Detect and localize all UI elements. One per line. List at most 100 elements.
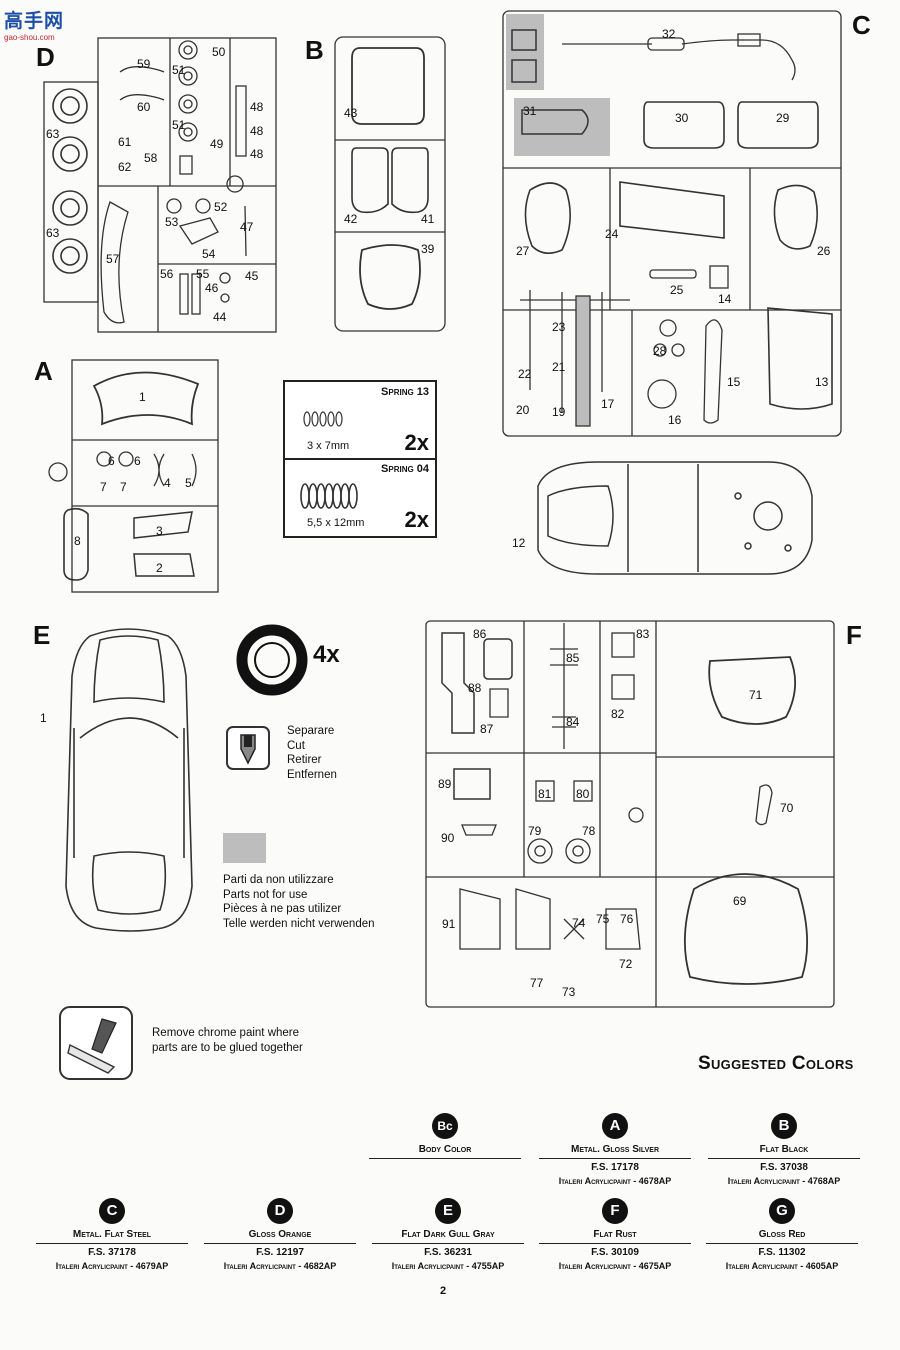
- car-body-drawing: [65, 628, 193, 932]
- color-b: B Flat Black F.S. 37038 Italeri Acrylicp…: [708, 1113, 860, 1186]
- part-30: 30: [675, 111, 689, 125]
- part-60: 60: [137, 100, 151, 114]
- part-70: 70: [780, 801, 794, 815]
- part-73: 73: [562, 985, 576, 999]
- tire-qty: 4x: [313, 641, 340, 668]
- cut-icon: [226, 726, 270, 770]
- color-g-fs: F.S. 11302: [758, 1247, 806, 1258]
- part-83: 83: [636, 627, 650, 641]
- part-14: 14: [718, 292, 732, 306]
- part-52: 52: [214, 200, 228, 214]
- part-22: 22: [518, 367, 532, 381]
- part-57: 57: [106, 252, 120, 266]
- part-17: 17: [601, 397, 615, 411]
- color-c-code: C: [99, 1198, 125, 1224]
- color-e-code: E: [435, 1198, 461, 1224]
- part-39: 39: [421, 242, 435, 256]
- suggested-colors-title: Suggested Colors: [698, 1053, 854, 1074]
- part-13: 13: [815, 375, 829, 389]
- part-56: 56: [160, 267, 174, 281]
- part-12-drawing: [537, 461, 813, 575]
- part-19: 19: [552, 405, 566, 419]
- color-b-code: B: [771, 1113, 797, 1139]
- part-69: 69: [733, 894, 747, 908]
- color-b-name: Flat Black: [708, 1144, 860, 1159]
- not-used-legend-de: Telle werden nicht verwenden: [223, 917, 375, 930]
- spring-04-icon: [300, 483, 358, 509]
- color-g-name: Gloss Red: [706, 1229, 858, 1244]
- chrome-note-line2: parts are to be glued together: [152, 1041, 303, 1054]
- springs-box: Spring 13 3 x 7mm 2x Spring 04 5,5 x 12m…: [283, 380, 437, 538]
- part-21: 21: [552, 360, 566, 374]
- part-47: 47: [240, 220, 254, 234]
- part-48b: 48: [250, 124, 264, 138]
- part-63b: 63: [46, 226, 60, 240]
- sprue-b-diagram: [334, 36, 446, 332]
- not-used-legend-fr: Pièces à ne pas utilizer: [223, 903, 342, 915]
- color-a: A Metal. Gloss Silver F.S. 17178 Italeri…: [539, 1113, 691, 1186]
- sprue-letter-a: A: [34, 356, 53, 386]
- part-23: 23: [552, 320, 566, 334]
- part-61: 61: [118, 135, 132, 149]
- color-e: E Flat Dark Gull Gray F.S. 36231 Italeri…: [372, 1198, 524, 1271]
- part-20: 20: [516, 403, 530, 417]
- part-90: 90: [441, 831, 455, 845]
- part-79: 79: [528, 824, 542, 838]
- cut-legend-fr: Retirer: [287, 754, 322, 766]
- site-logo-url: gao-shou.com: [4, 33, 55, 42]
- part-50: 50: [212, 45, 226, 59]
- color-b-acrylic: Italeri Acrylicpaint - 4768AP: [727, 1176, 841, 1186]
- part-54: 54: [202, 247, 216, 261]
- sprue-letter-f: F: [846, 620, 862, 650]
- cut-legend-de: Entfernen: [287, 768, 337, 781]
- color-g: G Gloss Red F.S. 11302 Italeri Acrylicpa…: [706, 1198, 858, 1271]
- color-c: C Metal. Flat Steel F.S. 37178 Italeri A…: [36, 1198, 188, 1271]
- color-d-code: D: [267, 1198, 293, 1224]
- part-15: 15: [727, 375, 741, 389]
- part-72: 72: [619, 957, 633, 971]
- part-5: 5: [185, 476, 192, 490]
- part-26: 26: [817, 244, 831, 258]
- color-bc-name: Body Color: [369, 1144, 521, 1159]
- part-89: 89: [438, 777, 452, 791]
- part-25: 25: [670, 283, 684, 297]
- part-31: 31: [523, 104, 537, 118]
- part-46: 46: [205, 281, 219, 295]
- color-d-name: Gloss Orange: [204, 1229, 356, 1244]
- color-bc: Bc Body Color: [369, 1113, 521, 1159]
- site-logo-text: 高手网: [4, 11, 65, 32]
- part-8: 8: [74, 534, 81, 548]
- part-51b: 51: [172, 118, 186, 132]
- part-6a: 6: [108, 454, 115, 468]
- sprue-letter-e: E: [33, 620, 51, 650]
- not-used-swatch: [223, 833, 266, 863]
- part-7a: 7: [100, 480, 107, 494]
- color-a-name: Metal. Gloss Silver: [539, 1144, 691, 1159]
- spring-row-13: Spring 13 3 x 7mm 2x: [285, 382, 435, 460]
- part-84: 84: [566, 715, 580, 729]
- part-86: 86: [473, 627, 487, 641]
- part-24: 24: [605, 227, 619, 241]
- part-49: 49: [210, 137, 224, 151]
- color-b-fs: F.S. 37038: [760, 1162, 808, 1173]
- part-81: 81: [538, 787, 552, 801]
- not-used-legend: Parti da non utilizzare Parts not for us…: [223, 873, 375, 931]
- part-6b: 6: [134, 454, 141, 468]
- part-62: 62: [118, 160, 132, 174]
- part-32: 32: [662, 27, 676, 41]
- sprue-c-diagram: [502, 10, 842, 437]
- color-bc-code: Bc: [432, 1113, 458, 1139]
- part-45: 45: [245, 269, 259, 283]
- color-f-fs: F.S. 30109: [591, 1247, 639, 1258]
- color-e-acrylic: Italeri Acrylicpaint - 4755AP: [391, 1261, 505, 1271]
- color-d-acrylic: Italeri Acrylicpaint - 4682AP: [223, 1261, 337, 1271]
- part-16: 16: [668, 413, 682, 427]
- cut-legend-it: Separare: [287, 725, 335, 737]
- part-74: 74: [572, 916, 586, 930]
- color-d-fs: F.S. 12197: [256, 1247, 304, 1258]
- part-42: 42: [344, 212, 358, 226]
- part-51a: 51: [172, 63, 186, 77]
- part-58: 58: [144, 151, 158, 165]
- color-f-name: Flat Rust: [539, 1229, 691, 1244]
- color-a-acrylic: Italeri Acrylicpaint - 4678AP: [558, 1176, 672, 1186]
